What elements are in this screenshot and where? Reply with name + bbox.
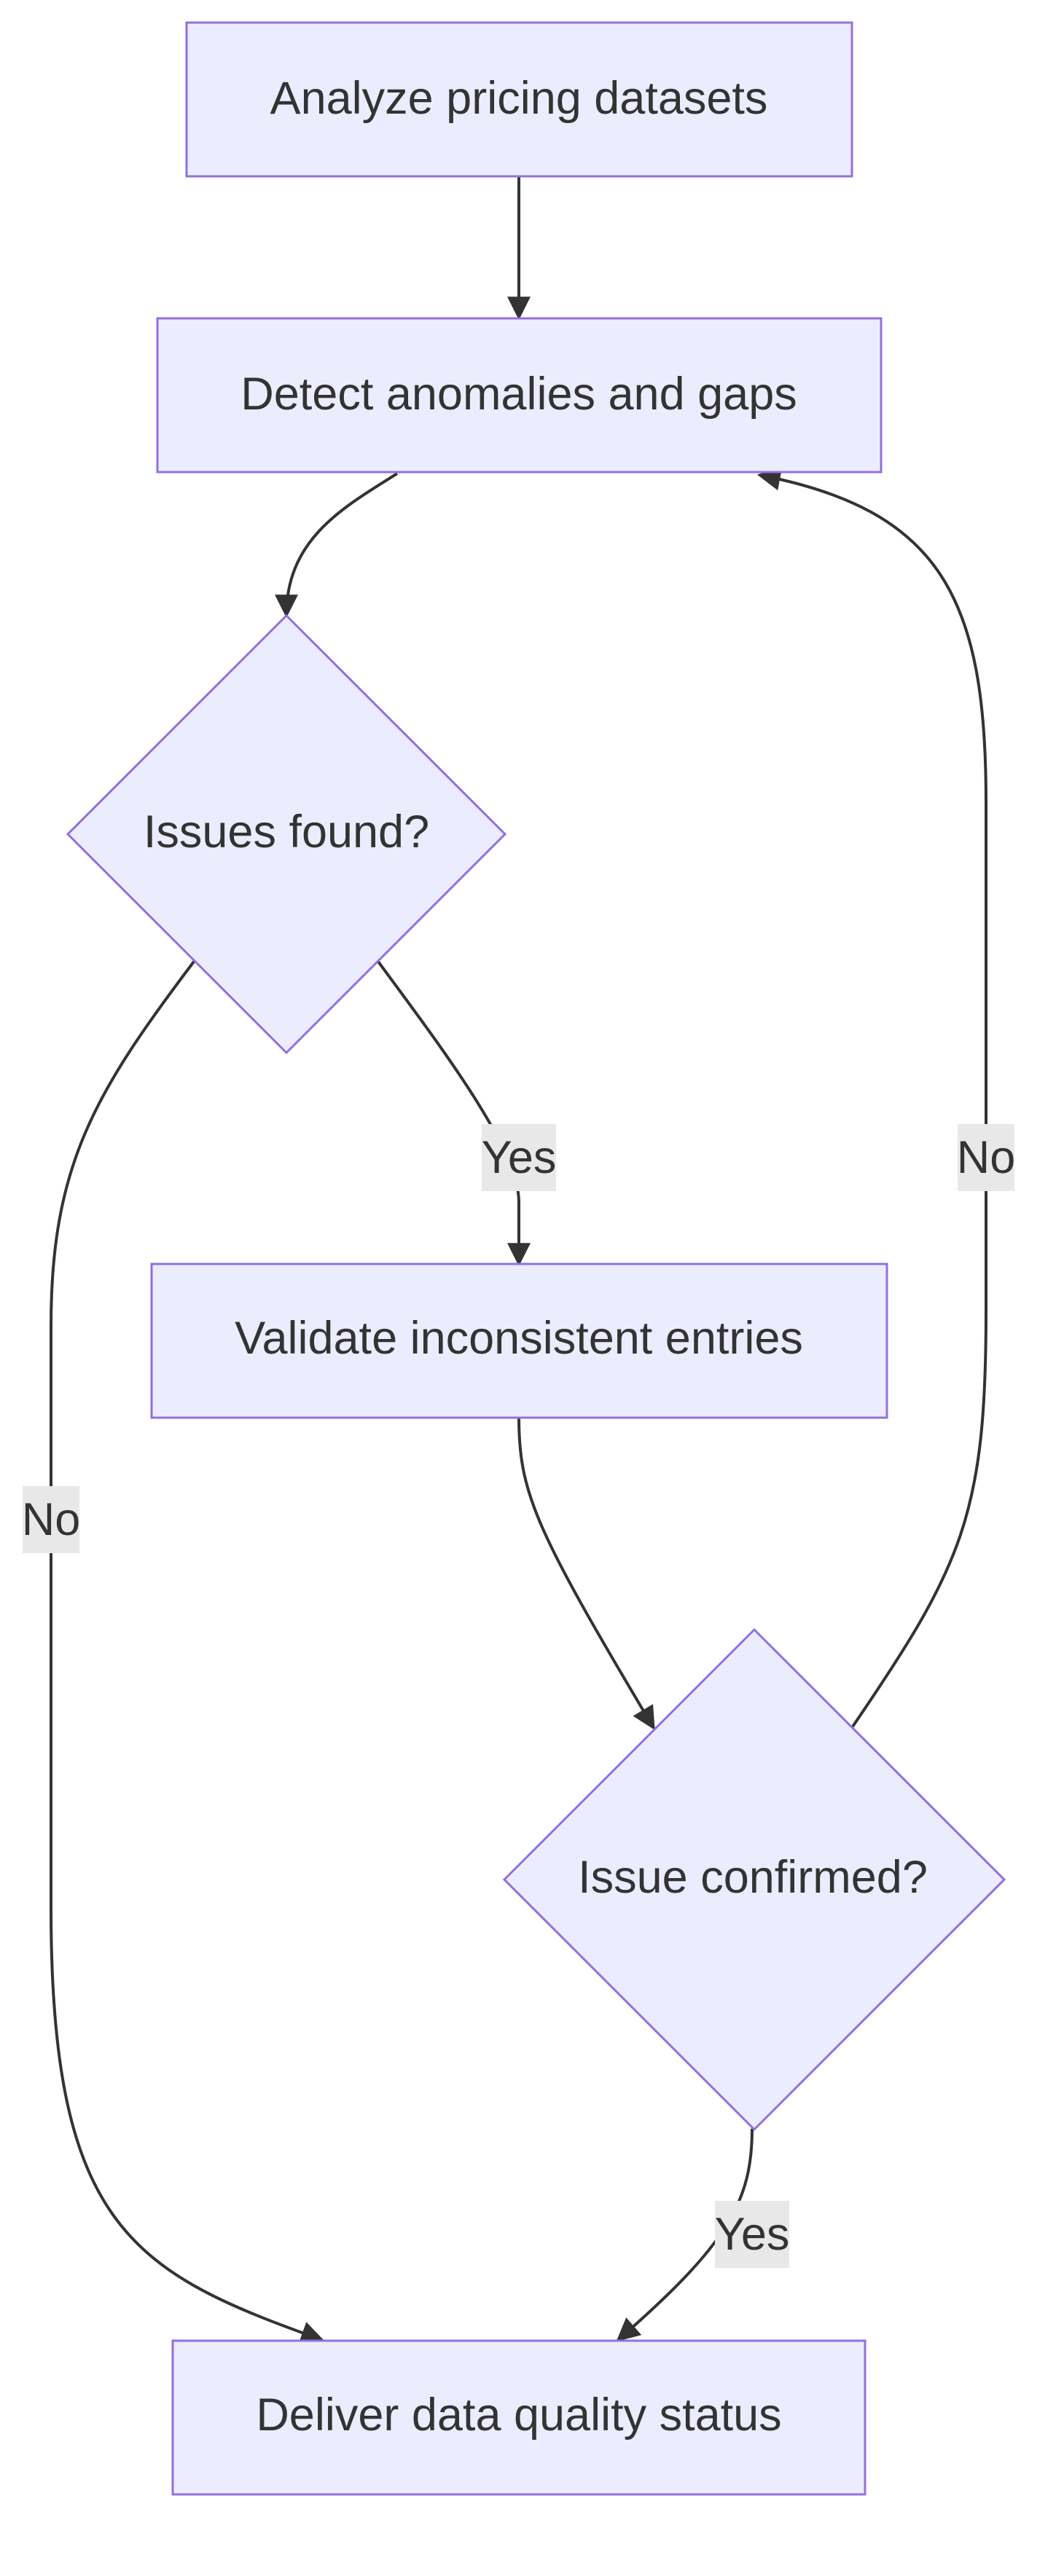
node-issue-confirmed-decision: Issue confirmed? [502,1627,1006,2132]
edge-label-issue-confirmed-yes: Yes [715,2201,790,2268]
edge-labels: Yes No No Yes [22,1124,1016,2268]
edge-validate-to-issue-confirmed [517,1416,655,1730]
edge-label-issues-found-yes: Yes [482,1124,557,1191]
edge-label-text: Yes [715,2209,790,2260]
edge-issues-found-to-deliver [50,960,325,2344]
edge-issues-found-to-validate [377,960,531,1267]
edge-issue-confirmed-to-detect [756,467,987,1728]
node-label: Issues found? [144,806,429,857]
nodes: Analyze pricing datasets Detect anomalie… [66,21,1006,2496]
node-detect-anomalies-and-gaps: Detect anomalies and gaps [156,317,883,474]
node-label: Validate inconsistent entries [235,1313,803,1364]
node-label: Issue confirmed? [578,1852,928,1903]
edge-label-issues-found-no: No [22,1486,81,1553]
node-deliver-data-quality-status: Deliver data quality status [171,2339,867,2496]
edge-label-issue-confirmed-no: No [957,1124,1016,1191]
node-label: Deliver data quality status [256,2390,781,2440]
node-validate-inconsistent-entries: Validate inconsistent entries [150,1263,888,1419]
node-issues-found-decision: Issues found? [66,613,507,1055]
node-analyze-pricing-datasets: Analyze pricing datasets [185,21,853,178]
edge-label-text: Yes [482,1132,557,1183]
edges [50,176,987,2344]
node-label: Analyze pricing datasets [270,73,768,124]
edge-label-text: No [22,1494,81,1545]
edge-detect-to-issues-found [275,472,399,619]
edge-label-text: No [957,1132,1016,1183]
node-label: Detect anomalies and gaps [240,369,797,420]
